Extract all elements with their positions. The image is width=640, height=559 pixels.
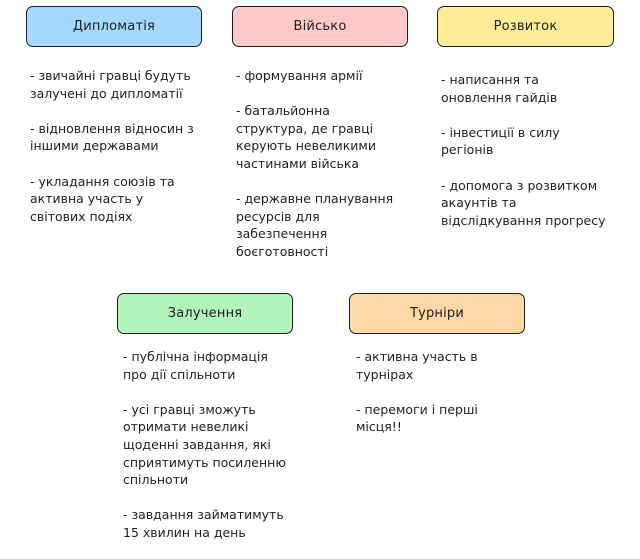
list-development: - написання та оновлення гайдів - інвест…: [441, 71, 636, 247]
list-item: - державне планування ресурсів для забез…: [236, 191, 394, 259]
list-item: - усі гравці зможуть отримати невеликі щ…: [123, 401, 286, 488]
card-development: Розвиток: [437, 6, 614, 47]
list-item: - допомога з розвитком акаунтів та відсл…: [441, 177, 606, 228]
card-title: Турніри: [409, 306, 465, 321]
list-engagement: - публічна інформація про дії спільноти …: [123, 348, 323, 559]
list-item: - звичайні гравці будуть залучені до дип…: [30, 68, 191, 101]
list-item: - інвестиції в силу регіонів: [441, 124, 560, 158]
list-item: - активна участь в турнірах: [356, 349, 478, 382]
card-diplomacy: Дипломатія: [26, 6, 202, 47]
list-item: - публічна інформація про дії спільноти: [123, 349, 268, 382]
card-engagement: Залучення: [117, 293, 293, 334]
list-military: - формування армії - батальйонна структу…: [236, 67, 426, 278]
list-item: - перемоги і перші місця!!: [356, 401, 478, 435]
card-military: Військо: [232, 6, 408, 47]
card-title: Розвиток: [493, 19, 558, 34]
list-item: - укладання союзів та активна участь у с…: [30, 173, 175, 224]
card-title: Дипломатія: [72, 19, 156, 34]
list-item: - завдання займатимуть 15 хвилин на день: [123, 507, 284, 540]
list-item: - відновлення відносин з іншими державам…: [30, 120, 194, 154]
list-diplomacy: - звичайні гравці будуть залучені до дип…: [30, 67, 220, 243]
list-item: - батальйонна структура, де гравці керую…: [236, 103, 376, 171]
list-item: - написання та оновлення гайдів: [441, 72, 558, 105]
card-title: Військо: [293, 19, 347, 34]
card-title: Залучення: [167, 306, 243, 321]
card-tournaments: Турніри: [349, 293, 525, 334]
list-item: - формування армії: [236, 68, 363, 83]
list-tournaments: - активна участь в турнірах - перемоги і…: [356, 348, 546, 454]
